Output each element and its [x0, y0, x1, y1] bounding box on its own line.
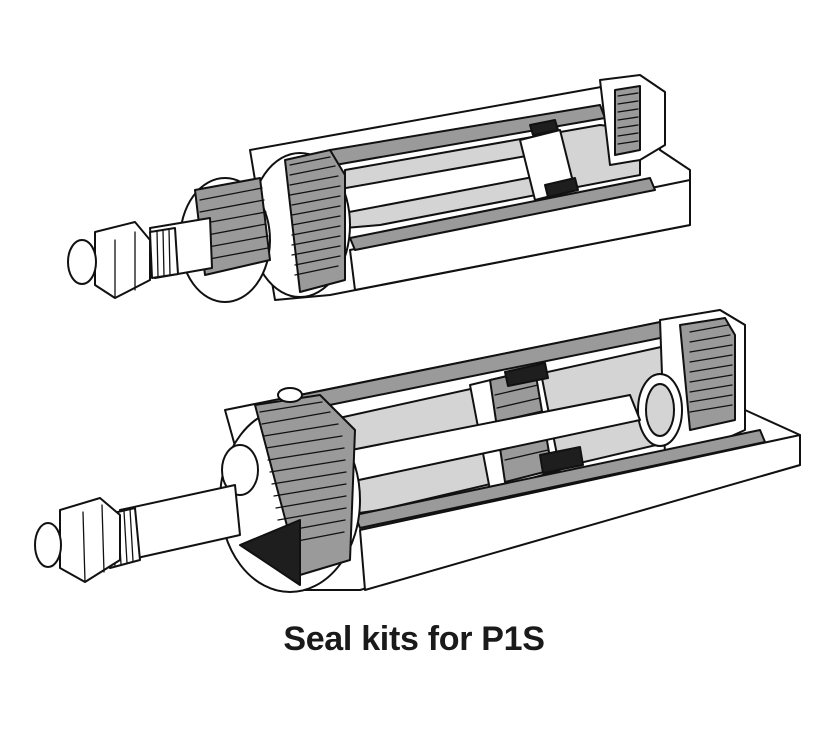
caption: Seal kits for P1S [283, 620, 545, 658]
lower-hex-nut [59, 497, 121, 583]
upper-cylinder [67, 74, 691, 303]
lower-cushion [239, 519, 301, 586]
upper-hex-nut [94, 221, 151, 299]
lower-tie-bolt [277, 387, 303, 403]
lower-front-seal [221, 444, 259, 496]
upper-rod-tip [67, 239, 97, 285]
lower-cylinder [34, 309, 801, 593]
lower-rod-tip [34, 522, 62, 568]
